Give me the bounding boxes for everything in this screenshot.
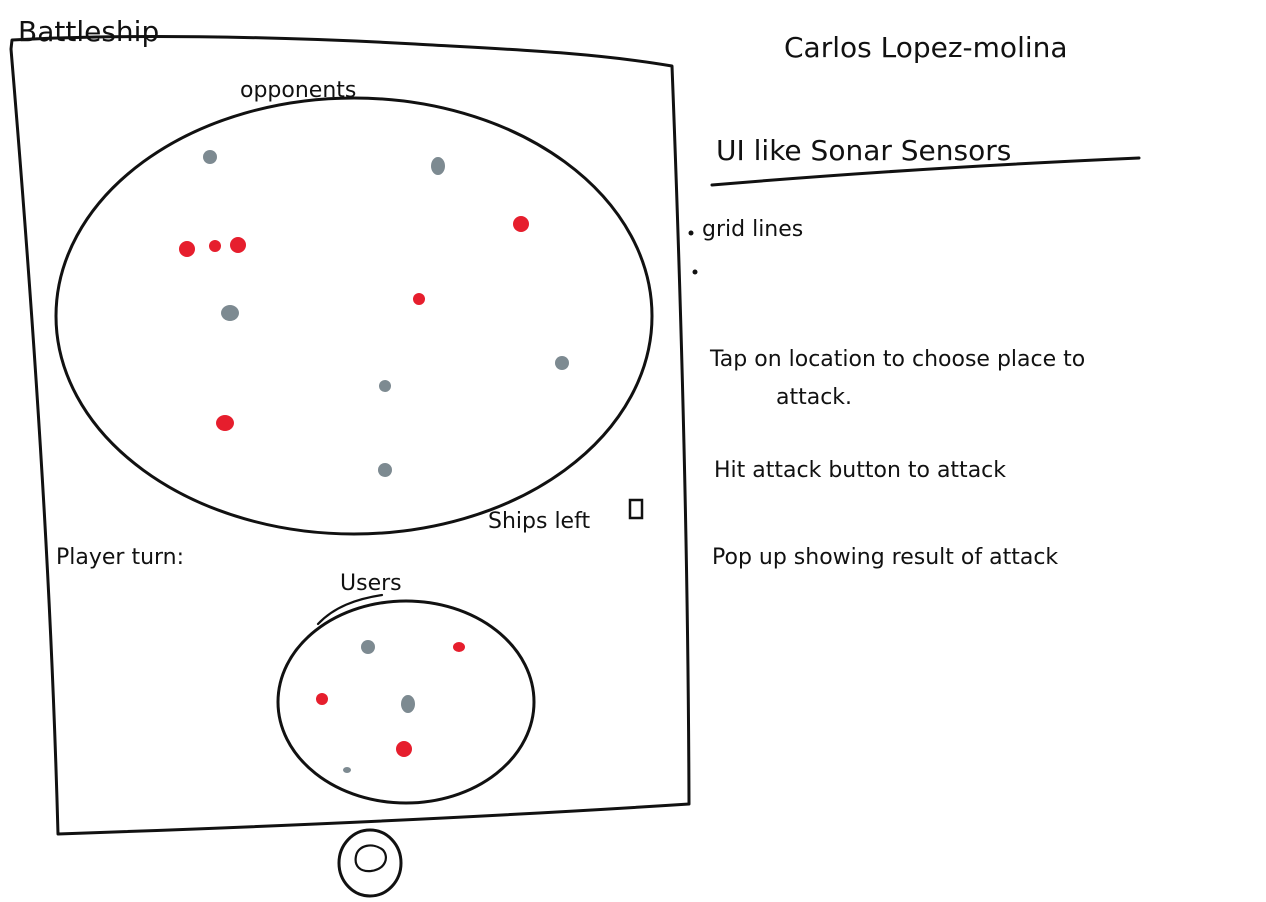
- user-board[interactable]: [276, 599, 536, 805]
- opponent-hit-marker: [209, 240, 221, 252]
- user-hit-marker: [453, 642, 465, 652]
- opponent-hit-marker: [413, 293, 425, 305]
- user-miss-marker: [343, 767, 351, 773]
- note-attack-continuation: attack.: [776, 385, 852, 410]
- notes-heading-underline: [710, 156, 1141, 187]
- opponent-marker-layer: [179, 150, 569, 477]
- opponent-hit-marker: [216, 415, 234, 431]
- user-miss-marker: [401, 695, 415, 713]
- note-popup-result: Pop up showing result of attack: [712, 545, 1058, 570]
- opponent-hit-marker: [179, 241, 195, 257]
- phone-frame: [9, 35, 691, 836]
- ships-left-label: Ships left: [488, 509, 590, 534]
- note-tap-location: Tap on location to choose place to: [709, 347, 1085, 372]
- home-button-icon: [354, 844, 387, 873]
- opponent-miss-marker: [221, 305, 239, 321]
- note-bullet: [688, 230, 694, 236]
- user-marker-layer: [316, 640, 465, 773]
- note-grid-lines: grid lines: [702, 217, 803, 242]
- opponent-hit-marker: [513, 216, 529, 232]
- user-board-label: Users: [340, 571, 402, 596]
- home-button[interactable]: [337, 828, 403, 898]
- note-hit-attack: Hit attack button to attack: [714, 458, 1006, 483]
- opponent-board[interactable]: [54, 96, 654, 536]
- user-miss-marker: [361, 640, 375, 654]
- opponent-miss-marker: [378, 463, 392, 477]
- home-button-ring: [337, 828, 403, 898]
- ships-left-box: [628, 498, 644, 520]
- opponent-miss-marker: [555, 356, 569, 370]
- app-title: Battleship: [18, 15, 159, 48]
- notes-heading: UI like Sonar Sensors: [716, 134, 1011, 167]
- opponent-miss-marker: [203, 150, 217, 164]
- note-bullet-empty: [692, 269, 698, 275]
- user-hit-marker: [396, 741, 412, 757]
- player-turn-label: Player turn:: [56, 545, 184, 570]
- user-hit-marker: [316, 693, 328, 705]
- opponent-hit-marker: [230, 237, 246, 253]
- author-name: Carlos Lopez-molina: [784, 31, 1068, 64]
- user-label-underline: [316, 593, 384, 626]
- opponent-miss-marker: [379, 380, 391, 392]
- opponent-miss-marker: [431, 157, 445, 175]
